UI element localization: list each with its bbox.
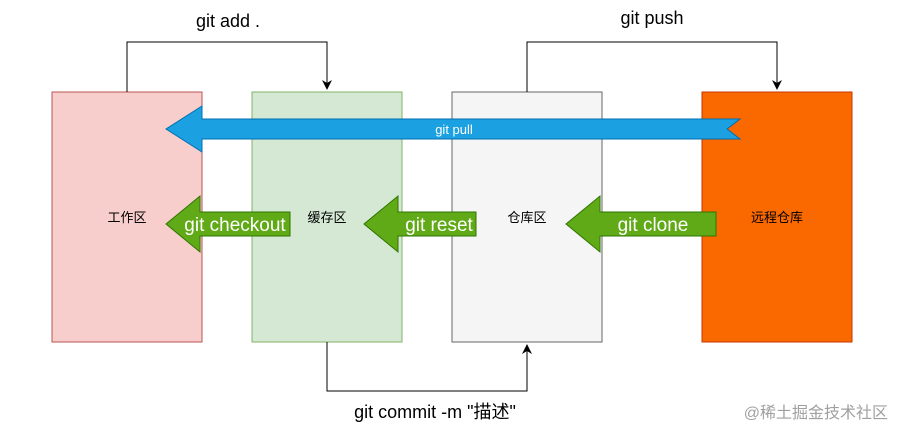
remote-label: 远程仓库 [751, 210, 803, 225]
git-checkout-arrow [165, 194, 291, 254]
watermark-text: @稀土掘金技术社区 [744, 404, 888, 422]
git-checkout-label: git checkout [184, 215, 286, 236]
repository-label: 仓库区 [507, 210, 546, 225]
git-commit-connector [326, 342, 532, 392]
staging-label: 缓存区 [307, 210, 346, 225]
git-add-label: git add . [196, 11, 260, 31]
git-clone-label: git clone [618, 215, 689, 236]
git-pull-label: git pull [435, 122, 473, 137]
git-clone-arrow [565, 194, 717, 254]
git-push-connector [526, 41, 782, 92]
git-push-label: git push [620, 8, 683, 28]
git-commit-label: git commit -m "描述" [354, 402, 516, 422]
git-reset-label: git reset [405, 215, 473, 236]
git-pull-arrow [165, 105, 742, 153]
git-add-connector [126, 41, 332, 92]
git-reset-arrow [363, 194, 477, 254]
workspace-label: 工作区 [107, 210, 146, 225]
